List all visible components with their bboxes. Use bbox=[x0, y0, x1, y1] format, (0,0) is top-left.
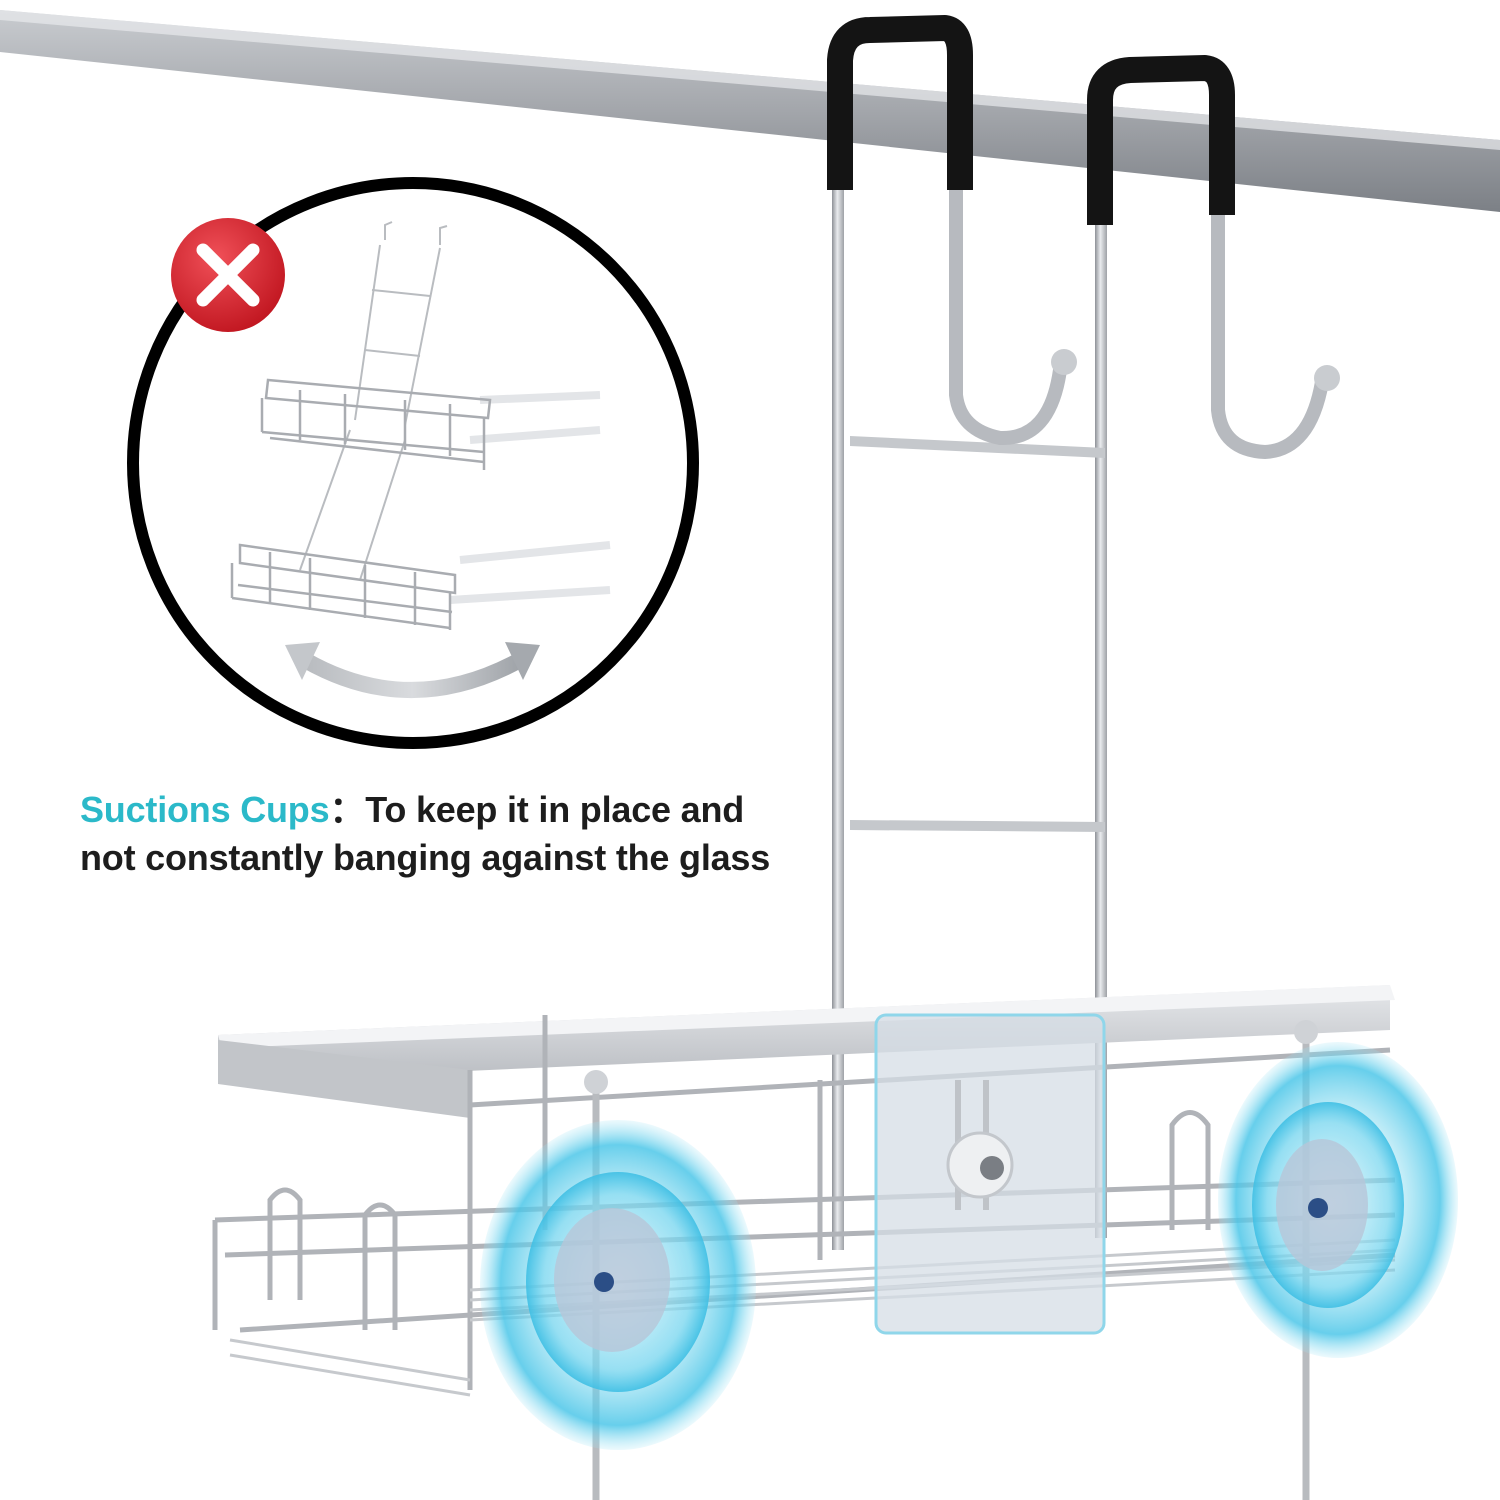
caption-text-1: To keep it in place and bbox=[365, 789, 745, 830]
swinging-rack-sketch bbox=[230, 221, 611, 698]
inset-wrong-example bbox=[127, 177, 699, 749]
feature-caption: Suctions Cups：To keep it in place and no… bbox=[80, 786, 800, 882]
caption-line-1: Suctions Cups：To keep it in place and bbox=[80, 786, 800, 834]
door-rail bbox=[0, 10, 1500, 212]
caption-highlight: Suctions Cups bbox=[80, 789, 330, 830]
double-arrow-curve-icon bbox=[285, 642, 540, 698]
basket-shelf bbox=[212, 985, 1396, 1500]
x-mark-icon bbox=[171, 218, 285, 332]
caption-line-2: not constantly banging against the glass bbox=[80, 837, 771, 878]
hook-caps bbox=[827, 15, 1235, 225]
hanger-frame bbox=[832, 163, 1340, 1250]
suction-cup-right bbox=[1218, 1042, 1458, 1358]
caption-separator: ： bbox=[329, 789, 366, 830]
back-plate bbox=[874, 1013, 1106, 1335]
suction-cup-left bbox=[480, 1120, 756, 1450]
